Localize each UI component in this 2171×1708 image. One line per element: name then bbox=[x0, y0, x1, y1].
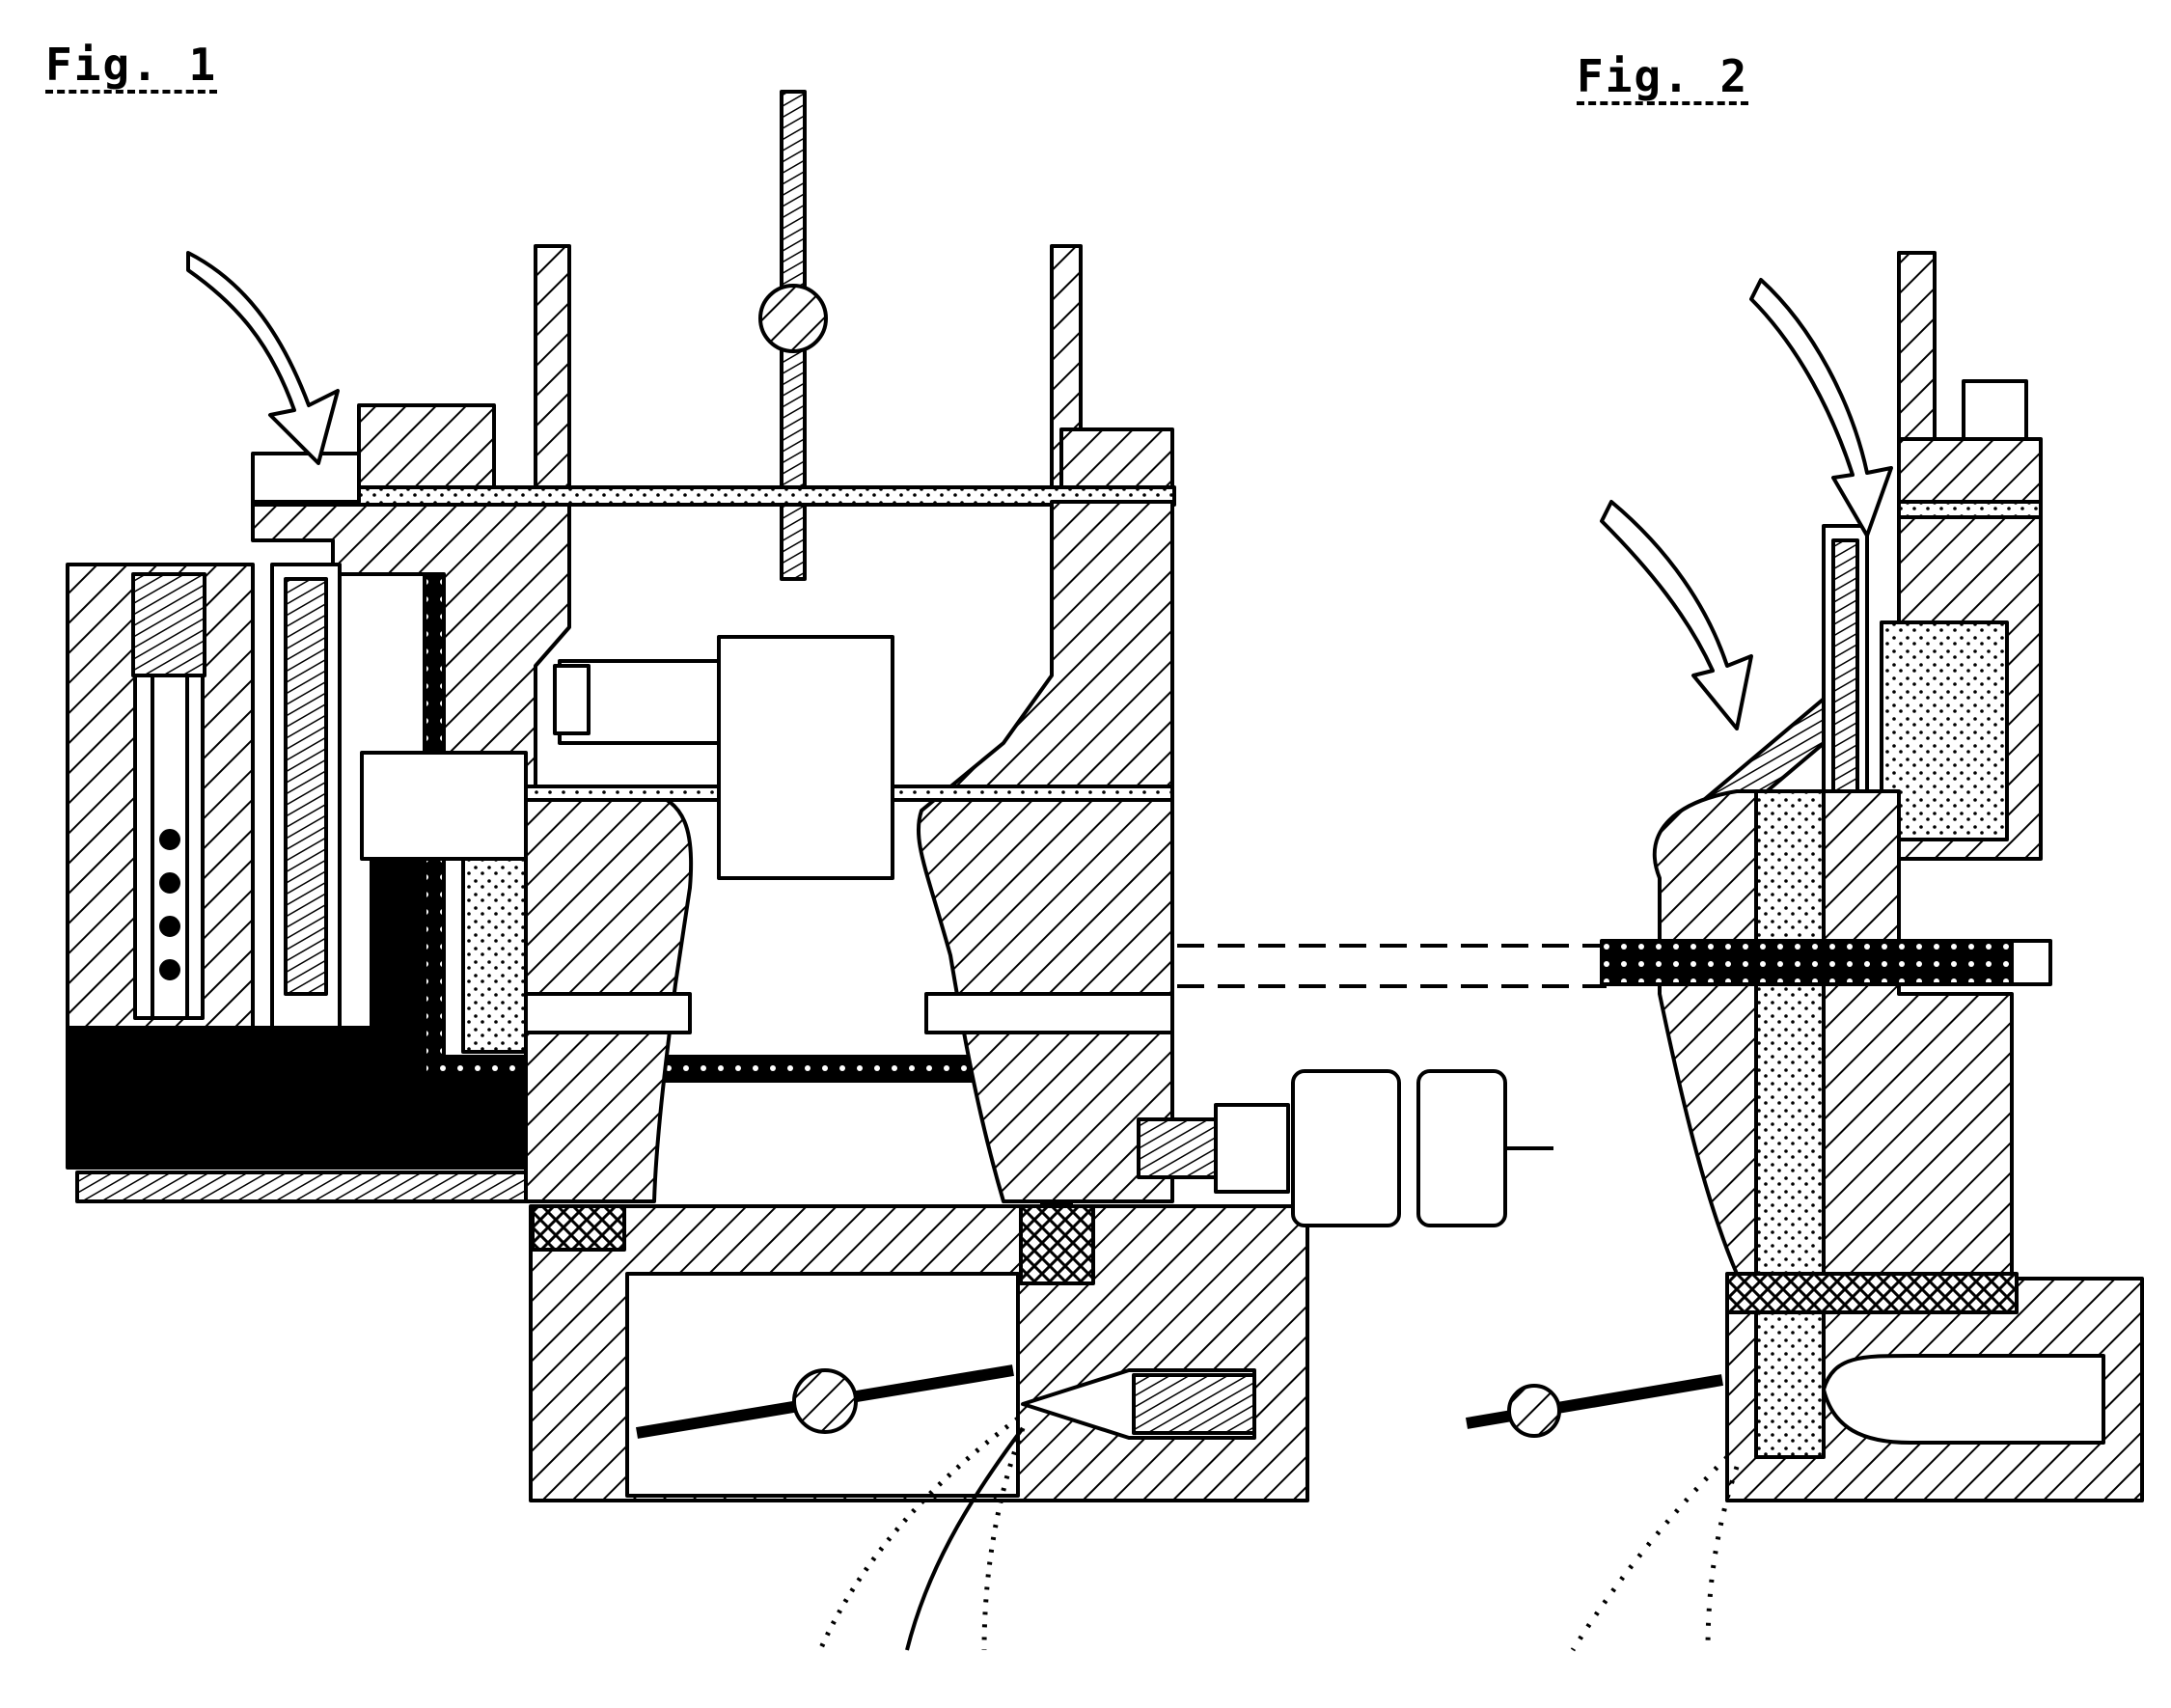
fig2-arrow-top bbox=[1749, 278, 1893, 537]
air-horn-left-wall bbox=[534, 244, 571, 504]
fig-1-label: Fig. 1 bbox=[45, 39, 218, 91]
main-jet-block bbox=[717, 635, 894, 880]
fig-2-label: Fig. 2 bbox=[1577, 50, 1749, 102]
fig2-venturi-body bbox=[1652, 789, 2014, 1276]
top-cover-block bbox=[357, 403, 496, 494]
fig2-throttle-plate bbox=[1465, 1374, 1724, 1429]
emulsion-tube bbox=[284, 577, 328, 996]
fig2-arrow-side bbox=[1600, 500, 1753, 730]
idle-jet-screw bbox=[131, 572, 206, 677]
choke-shaft bbox=[758, 284, 828, 353]
air-inlet-arrow bbox=[186, 251, 340, 465]
fig2-fuel-spray bbox=[1570, 1455, 1729, 1652]
float-bowl-fuel bbox=[66, 857, 528, 1170]
fig-1-drawing bbox=[66, 90, 1553, 1652]
venturi-right bbox=[916, 500, 1174, 1203]
fig2-screw-head bbox=[1962, 379, 2028, 441]
sensor-body-a bbox=[1291, 1069, 1401, 1227]
fig-2-drawing bbox=[1465, 251, 2144, 1652]
idle-mixture-screw bbox=[1132, 1373, 1256, 1435]
fig2-mixture-screw bbox=[1822, 1354, 2105, 1445]
air-inlet bbox=[251, 452, 361, 504]
bowl-bottom bbox=[75, 1171, 533, 1203]
sensor-nut bbox=[1214, 1103, 1290, 1194]
sensor-body-b bbox=[1416, 1069, 1507, 1227]
upper-gasket bbox=[251, 485, 1176, 507]
fig2-fuel-passage bbox=[1754, 789, 1826, 1334]
fig2-gasket-channel bbox=[1600, 939, 2028, 986]
throttle-shaft bbox=[792, 1368, 858, 1434]
